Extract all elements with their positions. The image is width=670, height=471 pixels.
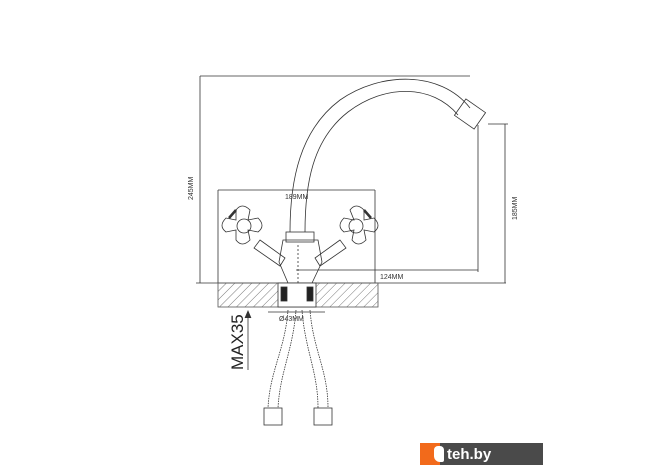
watermark-text: teh.by (447, 445, 492, 463)
dimension-189 (217, 189, 376, 283)
left-handle (221, 205, 286, 267)
dimension-124 (296, 125, 479, 272)
watermark: teh.by (420, 443, 543, 465)
right-handle (314, 205, 379, 267)
hose-nut-left (263, 407, 283, 426)
label-245mm: 245MM (188, 176, 195, 200)
spout-nozzle (453, 98, 487, 130)
label-hole-diameter: Ø43MM (279, 316, 304, 323)
logo-icon (434, 446, 444, 462)
label-124mm: 124MM (380, 274, 404, 281)
label-max35: MAX35 (228, 314, 247, 370)
faucet-body (278, 239, 323, 284)
dimension-245 (199, 75, 470, 283)
hose-left (267, 309, 297, 409)
label-189mm: 189MM (285, 194, 309, 201)
hose-nut-right (313, 407, 333, 426)
hose-right (301, 309, 329, 409)
spout (289, 78, 471, 233)
label-185mm: 185MM (512, 196, 519, 220)
